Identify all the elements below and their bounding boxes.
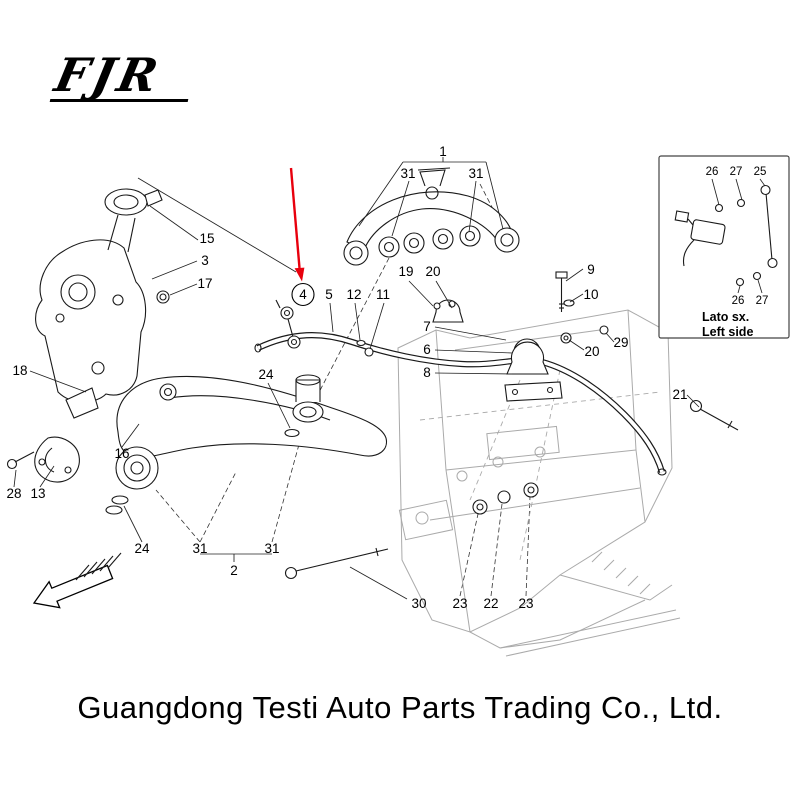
callout-15: 15 (199, 231, 214, 246)
callout-30: 30 (411, 596, 426, 611)
stab-link-drawing (275, 299, 374, 357)
leader-lines (13, 157, 700, 600)
knuckle-drawing (35, 214, 147, 403)
callout-31-bottom-left: 31 (192, 541, 207, 556)
inset-callout-25: 25 (754, 166, 767, 178)
callout-7: 7 (423, 319, 431, 334)
bolt-30-drawing (284, 547, 389, 580)
callout-29: 29 (613, 335, 628, 350)
nut-29-drawing (599, 325, 609, 335)
callout-6: 6 (423, 342, 431, 357)
callout-11: 11 (376, 287, 390, 302)
circled-part-4 (291, 282, 315, 307)
washer-20-drawing (560, 332, 572, 344)
inset-callout-26-top: 26 (706, 166, 719, 178)
bolt-28-drawing (6, 451, 35, 470)
inset-callout-27-bottom: 27 (756, 295, 769, 307)
callout-5: 5 (325, 287, 333, 302)
company-name: Guangdong Testi Auto Parts Trading Co., … (77, 690, 723, 725)
nut-17-drawing (156, 290, 170, 304)
callout-23-right: 23 (518, 596, 533, 611)
callout-3: 3 (201, 253, 209, 268)
direction-arrow (32, 552, 122, 609)
inset-border (658, 155, 790, 339)
inset-caption-english: Left side (702, 325, 753, 339)
inset-callout-26-bottom: 26 (732, 295, 745, 307)
inset-drawing (674, 178, 778, 294)
red-arrow-head (294, 267, 305, 282)
callout-17: 17 (197, 276, 212, 291)
callout-9: 9 (587, 262, 595, 277)
washers-22-23-drawing (472, 482, 539, 515)
spacer-24-mid-drawing (284, 428, 300, 438)
callout-16: 16 (114, 446, 129, 461)
callout-10: 10 (583, 287, 598, 302)
inset-labels: 26 27 25 26 27 Lato sx. Left side (702, 166, 768, 339)
callout-24-mid: 24 (258, 367, 274, 382)
callout-20-right: 20 (584, 344, 599, 359)
clamp-19-20-drawing (432, 299, 464, 323)
callout-31-bottom-mid: 31 (264, 541, 279, 556)
bracket-18-drawing (65, 387, 99, 419)
inset-callout-27-top: 27 (730, 166, 743, 178)
inset-panel: 26 27 25 26 27 Lato sx. Left side (658, 155, 790, 339)
red-arrow-shaft (289, 167, 301, 269)
callout-4: 4 (299, 287, 307, 302)
inset-caption-italian: Lato sx. (702, 310, 749, 324)
callout-23-left: 23 (452, 596, 467, 611)
callout-21: 21 (672, 387, 687, 402)
callout-labels: 1 31 31 15 3 17 18 28 13 16 24 31 31 2 2… (6, 144, 687, 611)
callout-22: 22 (483, 596, 498, 611)
callout-12: 12 (346, 287, 361, 302)
callout-18: 18 (12, 363, 27, 378)
callout-31-top-left: 31 (400, 166, 415, 181)
lower-arm-drawing (115, 374, 388, 490)
callout-20-top: 20 (425, 264, 440, 279)
callout-28: 28 (6, 486, 21, 501)
clamp-15-drawing (104, 188, 163, 216)
callout-24-left: 24 (134, 541, 150, 556)
spacer-24-left-drawing (105, 495, 129, 515)
callout-8: 8 (423, 365, 431, 380)
highlight-arrow (289, 167, 315, 307)
callout-1: 1 (439, 144, 447, 159)
upper-arm-drawing (343, 167, 520, 266)
stabilizer-bar-drawing (254, 332, 667, 476)
callout-2: 2 (230, 563, 238, 578)
callout-31-top-right: 31 (468, 166, 483, 181)
callout-19: 19 (398, 264, 413, 279)
callout-13: 13 (30, 486, 45, 501)
stab-clamp-drawing (504, 338, 563, 402)
bolt-9-drawing (555, 271, 568, 312)
bracket-13-drawing (34, 436, 80, 483)
bolt-21-drawing (689, 399, 739, 431)
